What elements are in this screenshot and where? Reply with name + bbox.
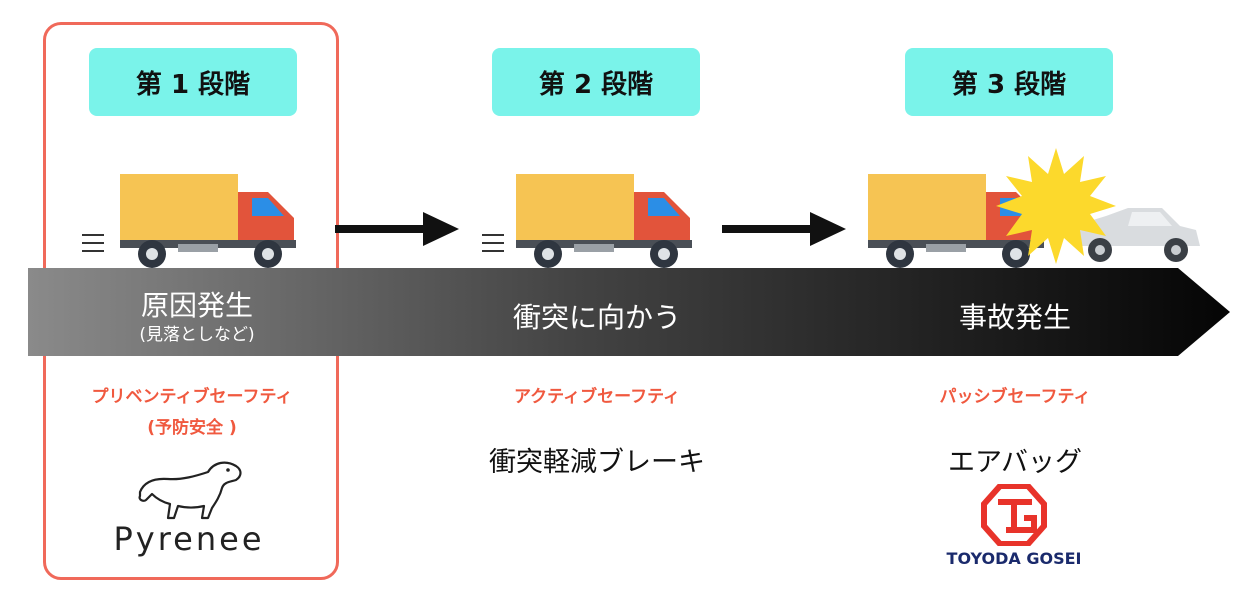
- truck-1-icon: [120, 174, 296, 268]
- stage-2-badge: 第 2 段階: [492, 48, 700, 116]
- arrow-right-2-icon: [722, 212, 846, 246]
- safety-label-preventive: プリベンティブセーフティ: [91, 387, 293, 407]
- collision-burst-icon: [996, 148, 1116, 264]
- stage-1-title: 原因発生: [140, 289, 253, 322]
- stage-1-subtitle: (見落としなど): [139, 325, 255, 345]
- pyrenee-wordmark: Pyrenee: [113, 520, 265, 558]
- example-airbag: エアバッグ: [948, 447, 1082, 478]
- safety-label-active: アクティブセーフティ: [513, 387, 681, 407]
- safety-label-passive: パッシブセーフティ: [939, 387, 1091, 407]
- speed-lines-1-icon: [82, 234, 104, 258]
- car-icon: [1076, 208, 1200, 262]
- truck-2-icon: [516, 174, 692, 268]
- safety-label-preventive-sub: (予防安全 ): [147, 418, 237, 438]
- stage-3-badge: 第 3 段階: [905, 48, 1113, 116]
- stage-2-title: 衝突に向かう: [512, 301, 681, 334]
- arrow-right-1-icon: [335, 212, 459, 246]
- toyoda-gosei-logo-icon: [981, 484, 1047, 546]
- timeline-band: [28, 268, 1230, 356]
- stage-1-badge: 第 1 段階: [89, 48, 297, 116]
- collision-scene-icon: [868, 148, 1200, 268]
- pyrenee-dog-logo-icon: [138, 461, 242, 520]
- speed-lines-2-icon: [482, 234, 504, 258]
- stage-3-title: 事故発生: [958, 301, 1071, 334]
- example-collision-brake: 衝突軽減ブレーキ: [489, 447, 705, 478]
- toyoda-gosei-wordmark: TOYODA GOSEI: [946, 549, 1082, 568]
